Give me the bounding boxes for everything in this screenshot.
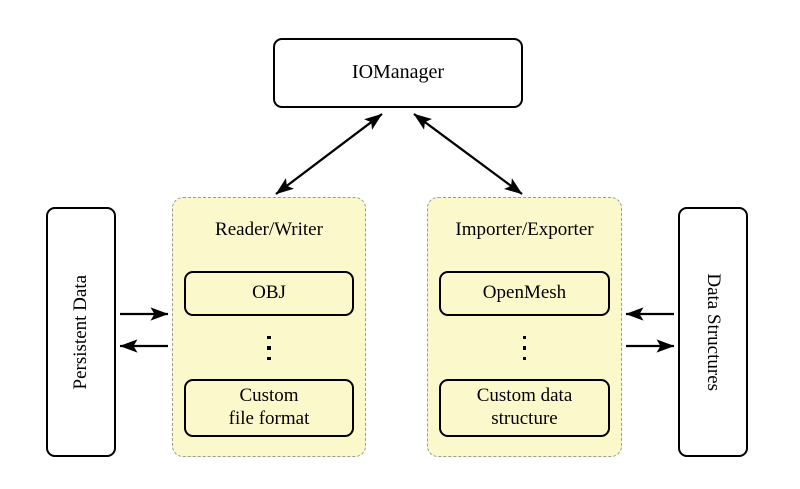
- reader-writer-title: Reader/Writer: [215, 219, 323, 240]
- importer-exporter-item-openmesh[interactable]: OpenMesh: [439, 271, 610, 316]
- persistent-data-node[interactable]: Persistent Data: [46, 207, 116, 457]
- importer-exporter-ellipsis-icon: [428, 324, 621, 372]
- importer-exporter-item-custom-data-structure-line1: Custom data: [476, 385, 573, 407]
- connector-manager-reader-writer: [275, 113, 383, 195]
- importer-exporter-item-custom-data-structure[interactable]: Custom data structure: [439, 379, 610, 437]
- importer-exporter-item-custom-data-structure-line2: structure: [491, 408, 558, 429]
- data-structures-label: Data Structures: [703, 273, 725, 391]
- reader-writer-item-custom-file-format-line2: file format: [228, 408, 310, 429]
- reader-writer-ellipsis-icon: [173, 324, 365, 372]
- iomanager-label: IOManager: [351, 61, 445, 84]
- reader-writer-item-obj-label: OBJ: [252, 282, 286, 304]
- reader-writer-group: Reader/Writer OBJ Custom file format: [172, 197, 366, 457]
- importer-exporter-title: Importer/Exporter: [455, 219, 594, 240]
- reader-writer-item-custom-file-format-line1: Custom: [239, 385, 299, 407]
- importer-exporter-item-openmesh-label: OpenMesh: [482, 282, 567, 304]
- reader-writer-item-obj[interactable]: OBJ: [184, 271, 354, 316]
- persistent-data-label: Persistent Data: [69, 274, 91, 390]
- importer-exporter-group: Importer/Exporter OpenMesh Custom data s…: [427, 197, 622, 457]
- connector-manager-importer-exporter: [413, 113, 523, 195]
- data-structures-node[interactable]: Data Structures: [678, 207, 748, 457]
- reader-writer-item-custom-file-format[interactable]: Custom file format: [184, 379, 354, 437]
- iomanager-node[interactable]: IOManager: [273, 38, 523, 108]
